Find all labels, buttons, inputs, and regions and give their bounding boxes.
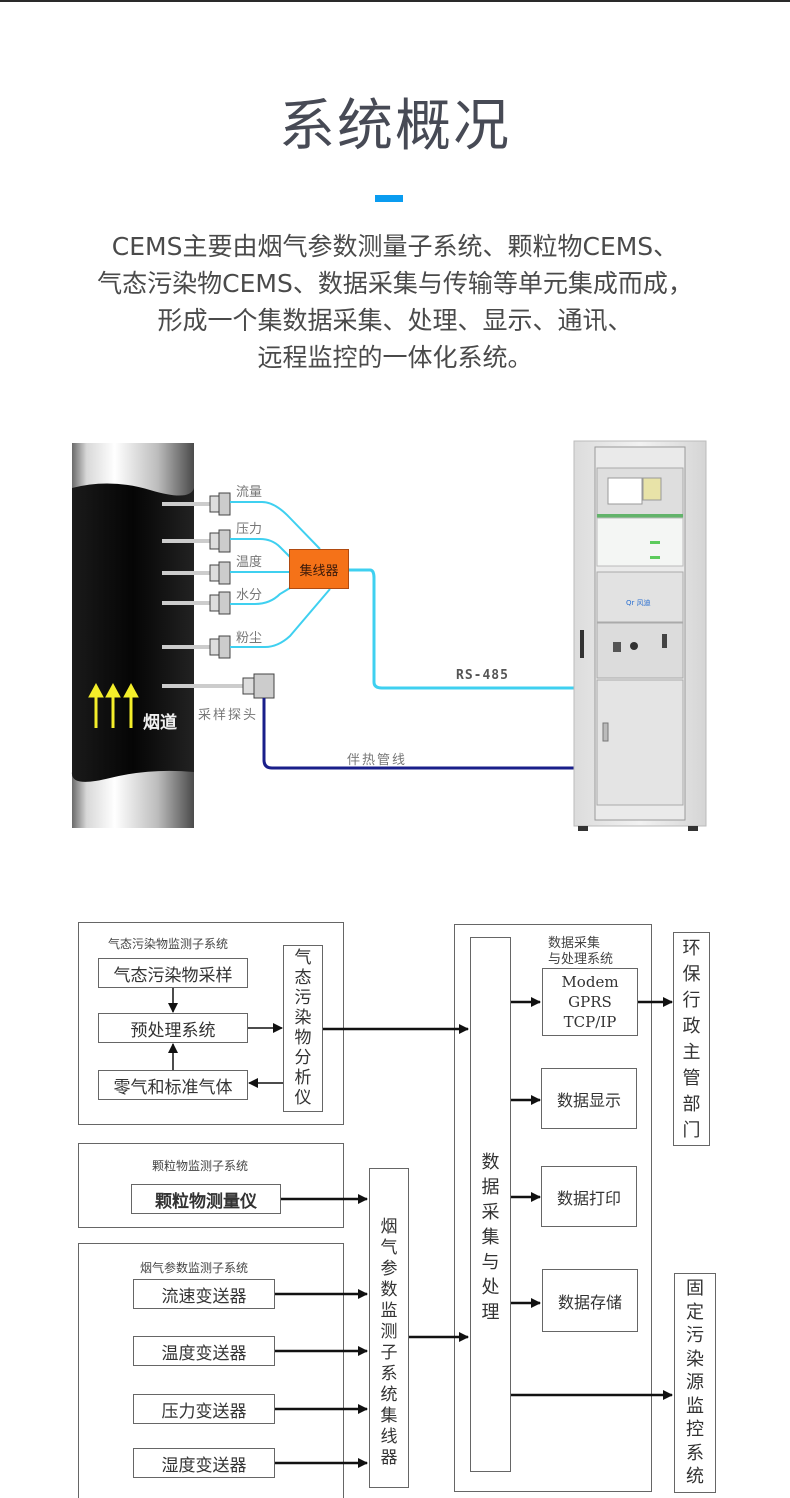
daq-title-line2: 与处理系统 — [548, 952, 614, 967]
daq-core-box: 数据采集与处理 — [470, 937, 511, 1472]
signal-lines — [230, 501, 575, 690]
epa-authority-box: 环保行政主管部门 — [673, 932, 710, 1146]
heat-line-label: 伴热管线 — [347, 753, 408, 768]
data-display-box: 数据显示 — [541, 1068, 637, 1129]
intro-paragraph: CEMS主要由烟气参数测量子系统、颗粒物CEMS、 气态污染物CEMS、数据采集… — [60, 228, 730, 376]
gas-analyzer-box: 气态污染物分析仪 — [283, 945, 323, 1112]
modem-box: Modem GPRS TCP/IP — [542, 968, 638, 1036]
transmitter-box-temperature: 温度变送器 — [133, 1336, 275, 1366]
sensor-label-moisture: 水分 — [236, 588, 263, 603]
sensor-temperature — [162, 561, 231, 585]
sampling-probe — [162, 673, 275, 699]
transmitter-box-flow: 流速变送器 — [133, 1279, 275, 1309]
intro-line: CEMS主要由烟气参数测量子系统、颗粒物CEMS、 — [111, 232, 679, 261]
sensor-probes — [162, 492, 275, 699]
sensor-label-temperature: 温度 — [236, 555, 263, 570]
epa-authority-label: 环保行政主管部门 — [682, 938, 701, 1141]
top-border — [0, 0, 790, 2]
sensor-moisture — [162, 591, 231, 615]
flue-label: 烟道 — [143, 713, 177, 733]
flow-arrows-icon — [88, 682, 139, 728]
intro-line: 远程监控的一体化系统。 — [257, 343, 533, 372]
gas-subsystem-title: 气态污染物监测子系统 — [108, 937, 229, 951]
cems-cabinet: Qr 风迪 — [573, 440, 707, 831]
hub-box: 集线器 — [289, 549, 349, 589]
particle-subsystem-title: 颗粒物监测子系统 — [152, 1159, 249, 1173]
sensor-label-flow: 流量 — [236, 485, 263, 500]
flue-pipe — [71, 443, 194, 828]
flue-subsystem-title: 烟气参数监测子系统 — [140, 1261, 249, 1275]
gas-analyzer-label: 气态污染物分析仪 — [294, 948, 312, 1108]
fixed-source-label: 固定污染源监控系统 — [686, 1278, 704, 1487]
pretreatment-box: 预处理系统 — [98, 1013, 248, 1043]
zero-gas-box: 零气和标准气体 — [98, 1070, 248, 1100]
sensor-label-pressure: 压力 — [236, 522, 263, 537]
fixed-source-box: 固定污染源监控系统 — [674, 1273, 716, 1493]
daq-title-line1: 数据采集 — [548, 936, 601, 951]
modem-line: TCP/IP — [563, 1013, 617, 1031]
modem-line: Modem — [561, 973, 619, 991]
intro-line: 气态污染物CEMS、数据采集与传输等单元集成而成， — [97, 269, 693, 298]
data-print-box: 数据打印 — [541, 1166, 637, 1227]
gas-sampling-box: 气态污染物采样 — [98, 958, 248, 988]
intro-line: 形成一个集数据采集、处理、显示、通讯、 — [157, 306, 633, 335]
sensor-pressure — [162, 529, 231, 553]
page-title: 系统概况 — [279, 94, 511, 159]
title-accent-bar — [375, 195, 403, 202]
daq-core-label: 数据采集与处理 — [481, 1152, 500, 1323]
sampling-probe-label: 采样探头 — [198, 708, 259, 723]
rs485-label: RS-485 — [456, 668, 509, 683]
flue-hub-label: 烟气参数监测子系统集线器 — [380, 1217, 398, 1468]
heat-trace-line — [262, 698, 575, 770]
modem-line: GPRS — [568, 993, 612, 1011]
data-storage-box: 数据存储 — [542, 1269, 638, 1332]
sensor-flow — [162, 492, 231, 516]
transmitter-box-pressure: 压力变送器 — [133, 1394, 275, 1424]
svg-text:Qr 风迪: Qr 风迪 — [626, 598, 651, 607]
transmitter-box-humidity: 湿度变送器 — [133, 1448, 275, 1478]
particle-meter-box: 颗粒物测量仪 — [131, 1184, 281, 1214]
flue-hub-box: 烟气参数监测子系统集线器 — [369, 1168, 409, 1488]
sensor-label-dust: 粉尘 — [236, 631, 263, 646]
